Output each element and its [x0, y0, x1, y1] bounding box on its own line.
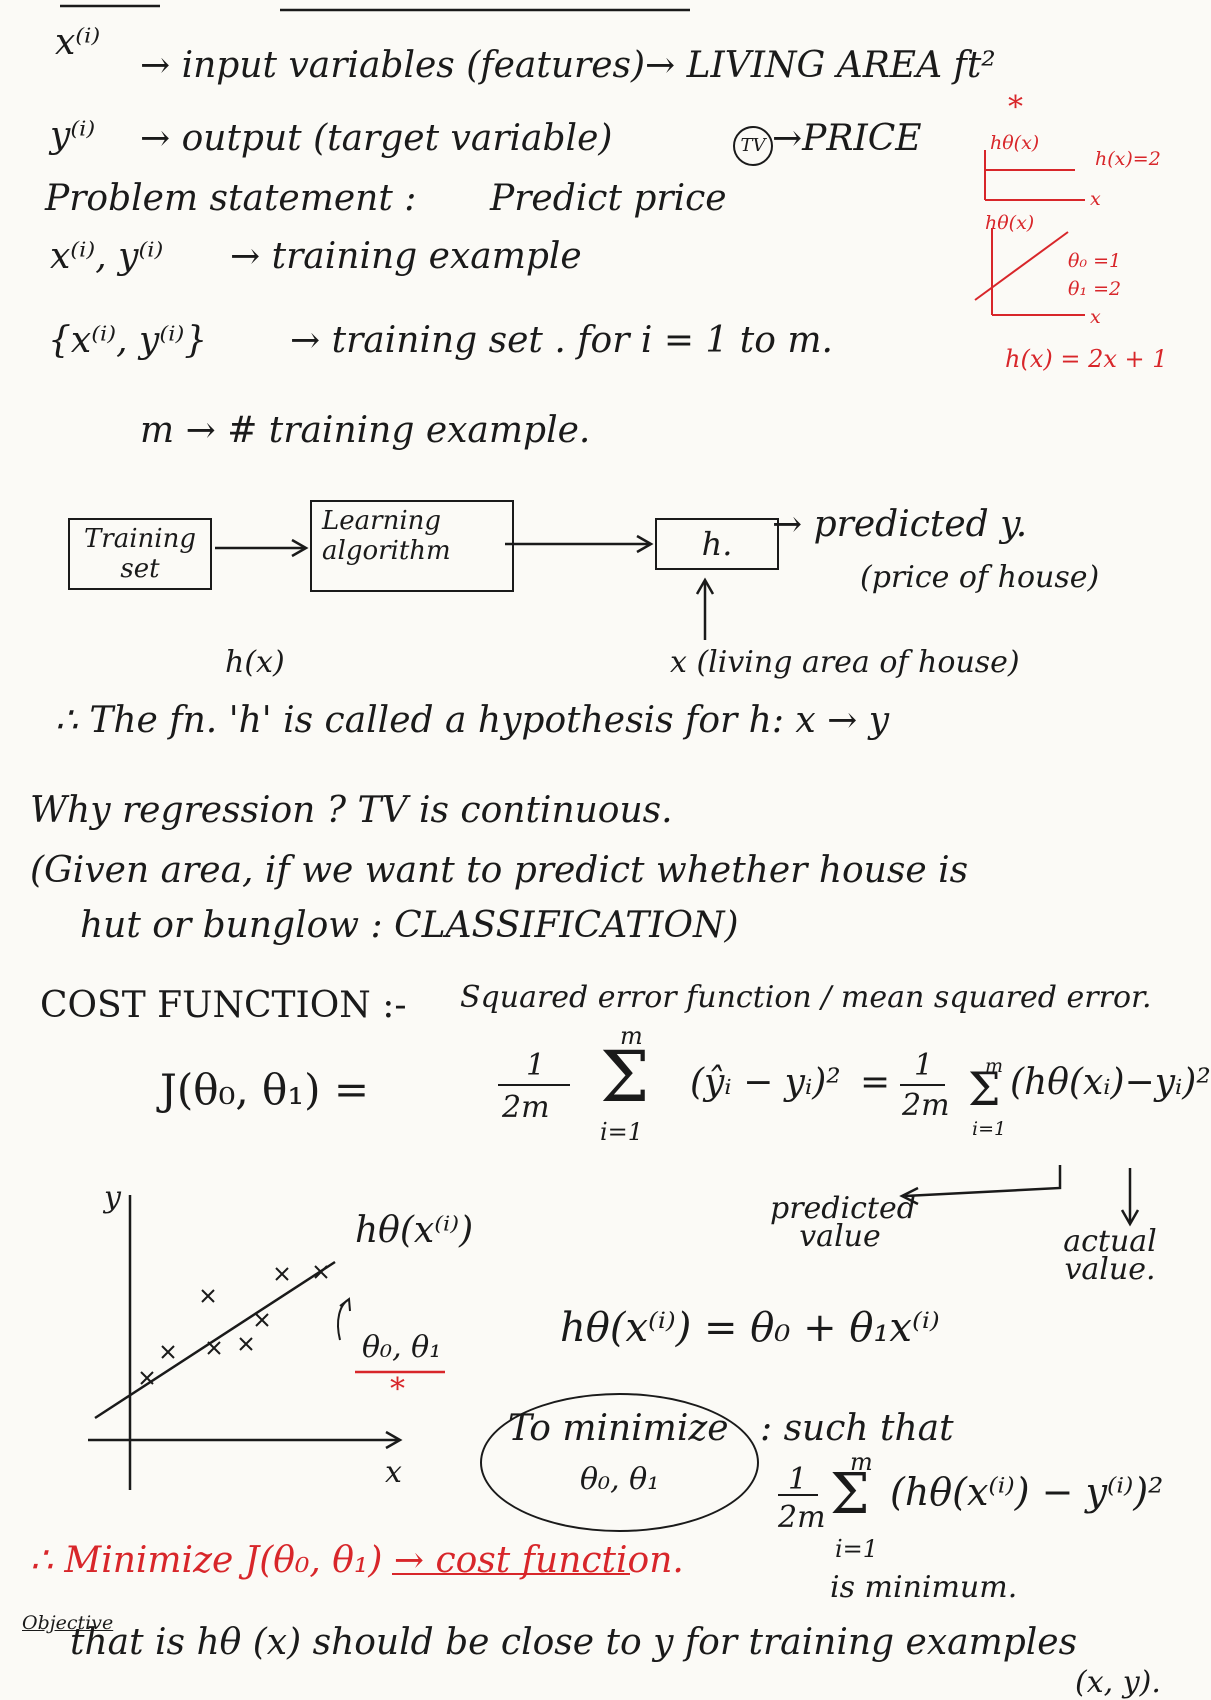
graph-y-label: y — [104, 1180, 121, 1215]
formula-frac1-num: 1 — [526, 1048, 546, 1083]
actual-value-label: actual value. — [1063, 1224, 1157, 1287]
problem-value: Predict price — [490, 178, 727, 219]
side-star: * — [1008, 90, 1023, 125]
theta1-value: θ₁ =2 — [1068, 278, 1122, 300]
minimize-oval — [480, 1393, 759, 1532]
model-frac-num: 1 — [788, 1462, 808, 1497]
set-symbol: {x⁽ⁱ⁾, y⁽ⁱ⁾} — [48, 320, 208, 361]
plot2-ylabel: hθ(x) — [985, 212, 1035, 234]
plot2-eq: h(x) = 2x + 1 — [1005, 345, 1168, 373]
x-description: → input variables (features)→ LIVING ARE… — [140, 45, 996, 86]
minimize-params: θ₀, θ₁ — [580, 1462, 660, 1497]
predicted-note: (price of house) — [860, 560, 1100, 595]
formula-sum2-bottom: i=1 — [972, 1118, 1007, 1140]
predicted-value-label: predicted value — [770, 1191, 916, 1254]
is-minimum: is minimum. — [830, 1570, 1018, 1605]
objective-xy: (x, y). — [1075, 1665, 1161, 1700]
cost-function-label: COST FUNCTION :- — [40, 985, 407, 1026]
model-sum-top: m — [850, 1448, 873, 1476]
plot2-line — [974, 231, 1069, 301]
hypothesis-box: h. — [655, 518, 779, 570]
formula-sum1-bottom: i=1 — [600, 1118, 644, 1146]
model-equation: hθ(x⁽ⁱ⁾) = θ₀ + θ₁x⁽ⁱ⁾ — [560, 1305, 940, 1351]
formula-term2: (hθ(xᵢ)−yᵢ)² — [1010, 1062, 1211, 1103]
m-description: m → # training example. — [140, 410, 591, 451]
graph-fit-line — [94, 1260, 336, 1420]
formula-term1: (ŷᵢ − yᵢ)² — [690, 1062, 841, 1103]
graph-x-label: x — [385, 1455, 402, 1490]
param-arrow — [337, 1299, 349, 1341]
formula-sum2-top: m — [985, 1055, 1004, 1077]
pair-description: → training example — [230, 236, 582, 277]
formula-lhs: J(θ₀, θ₁) = — [160, 1065, 370, 1114]
input-note: x (living area of house) — [670, 645, 1020, 680]
learning-algorithm-box: Learning algorithm — [310, 500, 514, 592]
plot1-eq: h(x)=2 — [1095, 148, 1161, 170]
graph-params: θ₀, θ₁ — [362, 1330, 442, 1365]
minimize-cost: ∴ Minimize J(θ₀, θ₁) → cost function. — [30, 1540, 684, 1581]
objective-text: that is hθ (x) should be close to y for … — [70, 1622, 1078, 1663]
predicted-y: → predicted y. — [772, 504, 1028, 545]
formula-frac2-num: 1 — [914, 1048, 934, 1083]
hypothesis-statement: ∴ The fn. 'h' is called a hypothesis for… — [55, 700, 890, 741]
y-symbol: y⁽ⁱ⁾ — [50, 115, 96, 156]
regression-line3: hut or bunglow : CLASSIFICATION) — [80, 905, 739, 946]
sigma2: Σ — [968, 1062, 1001, 1116]
model-frac-den: 2m — [778, 1500, 826, 1535]
set-description: → training set . for i = 1 to m. — [290, 320, 833, 361]
regression-line2: (Given area, if we want to predict wheth… — [30, 850, 969, 891]
objective-label: Objective — [22, 1612, 114, 1634]
formula-frac1-den: 2m — [502, 1090, 550, 1125]
sigma3: Σ — [830, 1462, 870, 1527]
tv-circle: TV — [733, 126, 773, 166]
plot1-xlabel: x — [1090, 188, 1101, 210]
model-term: (hθ(x⁽ⁱ⁾) − y⁽ⁱ⁾)² — [890, 1470, 1164, 1514]
graph-star: * — [390, 1372, 405, 1407]
plot2-xlabel: x — [1090, 306, 1101, 328]
problem-label: Problem statement : — [45, 178, 417, 219]
cost-description: Squared error function / mean squared er… — [460, 980, 1152, 1015]
such-that: : such that — [760, 1408, 954, 1449]
pair-symbol: x⁽ⁱ⁾, y⁽ⁱ⁾ — [50, 236, 164, 277]
formula-frac2-den: 2m — [902, 1088, 950, 1123]
arrow-to-predicted — [904, 1165, 1062, 1198]
formula-eq: = — [860, 1062, 891, 1103]
price-label: →PRICE — [772, 118, 922, 159]
minimize-title: To minimize — [508, 1408, 729, 1449]
training-set-box: Training set — [68, 518, 212, 590]
graph-data-points — [140, 1265, 328, 1385]
y-description: → output (target variable) — [140, 118, 613, 159]
sigma1: Σ — [600, 1036, 650, 1118]
formula-sum1-top: m — [620, 1022, 643, 1050]
graph-line-label: hθ(x⁽ⁱ⁾) — [355, 1210, 474, 1251]
model-sum-bottom: i=1 — [835, 1535, 879, 1563]
x-symbol: x⁽ⁱ⁾ — [55, 22, 101, 63]
theta0-value: θ₀ =1 — [1068, 250, 1122, 272]
plot1-ylabel: hθ(x) — [990, 132, 1040, 154]
regression-line1: Why regression ? TV is continuous. — [30, 790, 673, 831]
hx-label: h(x) — [225, 645, 285, 680]
